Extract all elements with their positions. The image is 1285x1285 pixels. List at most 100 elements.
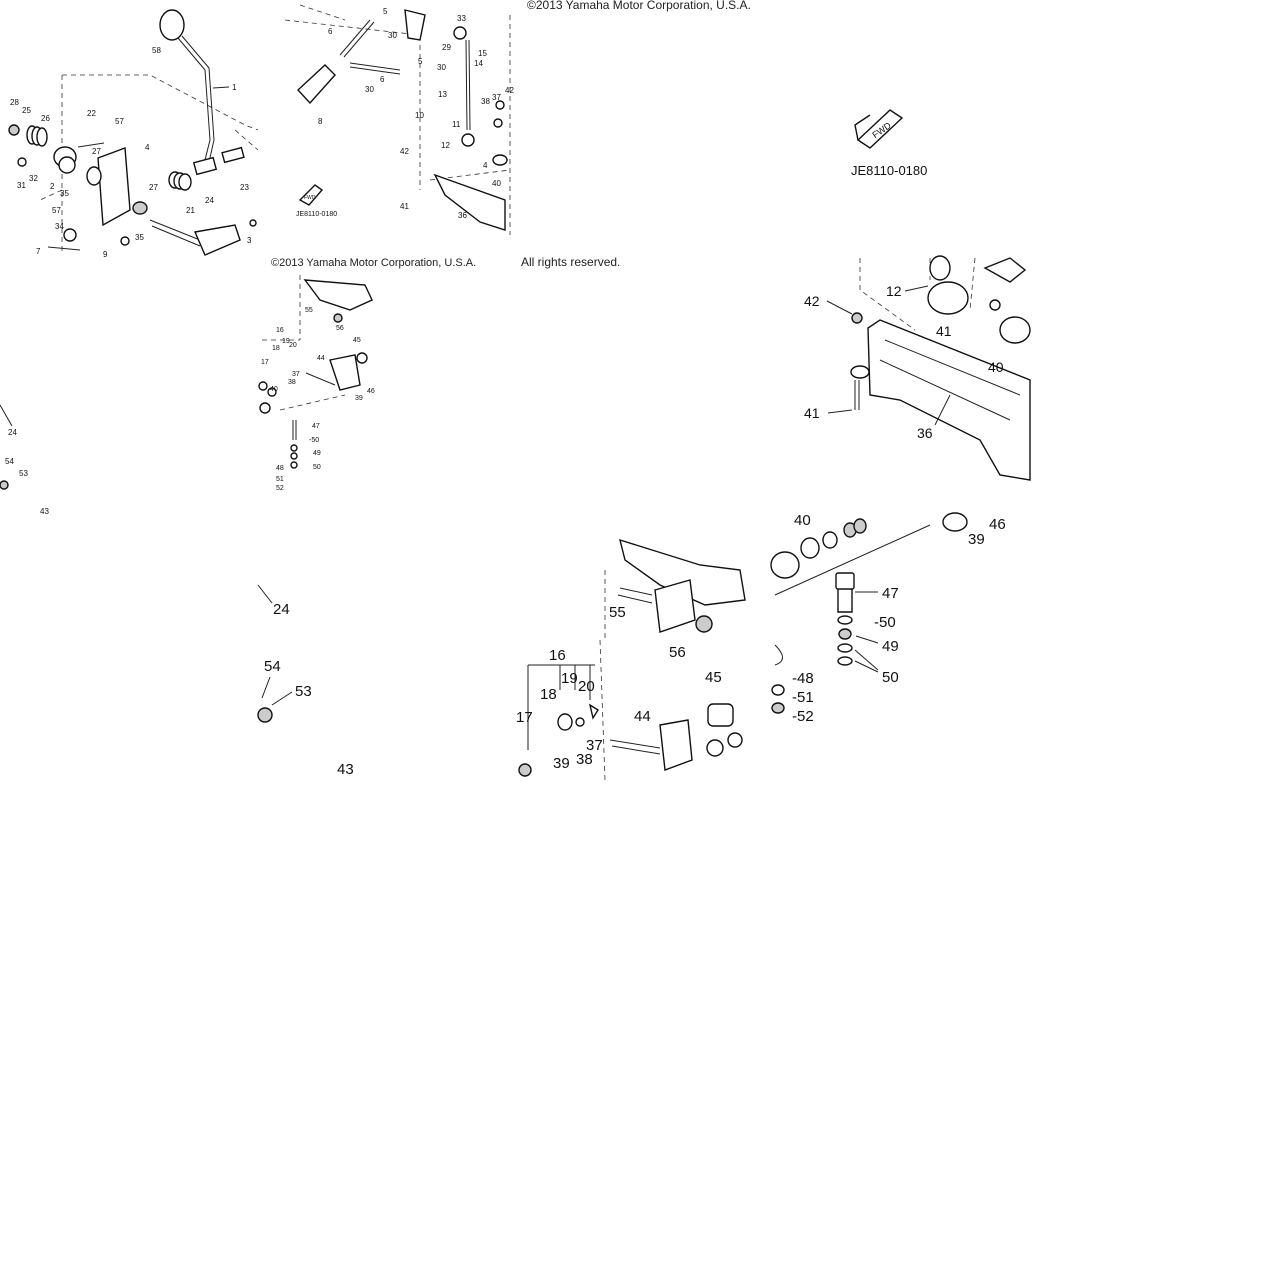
label-37: 37 bbox=[292, 371, 300, 378]
label-6a: 6 bbox=[328, 27, 333, 36]
label-24: 24 bbox=[205, 196, 214, 205]
label-27b: 27 bbox=[149, 183, 158, 192]
label-50b: 50 bbox=[313, 464, 321, 471]
label-41a: 41 bbox=[936, 323, 952, 339]
label-16: 16 bbox=[549, 647, 566, 664]
label-10: 10 bbox=[415, 111, 424, 120]
label-39: 39 bbox=[968, 531, 985, 548]
label-24: 24 bbox=[273, 601, 290, 618]
label-53: 53 bbox=[19, 469, 28, 478]
copyright-partial: ©2013 Yamaha Motor Corporation, U.S.A. bbox=[271, 257, 476, 269]
label-43: 43 bbox=[40, 507, 49, 516]
label-39: 39 bbox=[355, 395, 363, 402]
label-38: 38 bbox=[288, 379, 296, 386]
nut-56 bbox=[695, 615, 713, 633]
label-45: 45 bbox=[353, 337, 361, 344]
bushing-zoom bbox=[770, 551, 800, 579]
label-37: 37 bbox=[586, 737, 603, 754]
label-50a: -50 bbox=[874, 614, 896, 631]
label-47: 47 bbox=[312, 423, 320, 430]
spring bbox=[26, 125, 48, 147]
label-20: 20 bbox=[578, 678, 595, 695]
label-42b: 42 bbox=[400, 147, 409, 156]
diagram-code-small: JE8110-0180 bbox=[296, 211, 337, 218]
label-30b: 30 bbox=[437, 63, 446, 72]
svg-text:FWD: FWD bbox=[304, 195, 316, 201]
label-40: 40 bbox=[492, 179, 501, 188]
label-41b: 41 bbox=[804, 405, 820, 421]
label-16: 16 bbox=[276, 327, 284, 334]
label-4b: 4 bbox=[483, 161, 488, 170]
block bbox=[654, 579, 696, 633]
link-rod-upper bbox=[339, 19, 375, 58]
label-11: 11 bbox=[452, 120, 461, 129]
label-3: 3 bbox=[247, 236, 252, 245]
label-58: 58 bbox=[152, 46, 161, 55]
tile-linkage-overview: FWD JE8110-0180 6 30 5 33 29 30 15 14 5 … bbox=[284, 4, 514, 235]
tile-shift-lever-assembly: 58 1 28 25 26 22 57 4 27 31 32 2 35 21 2… bbox=[8, 9, 259, 259]
base-bracket bbox=[433, 173, 506, 231]
label-24: 24 bbox=[8, 428, 17, 437]
label-23: 23 bbox=[240, 183, 249, 192]
label-4: 4 bbox=[145, 143, 150, 152]
link-rod-lower bbox=[349, 62, 401, 75]
upper-bracket bbox=[303, 279, 373, 311]
label-1: 1 bbox=[232, 83, 237, 92]
lever-bracket bbox=[97, 147, 131, 227]
label-2: 2 bbox=[50, 182, 55, 191]
label-48: -48 bbox=[792, 670, 814, 687]
ball-joint-45 bbox=[707, 703, 734, 727]
copyright-mid: All rights reserved. bbox=[521, 255, 620, 269]
label-33: 33 bbox=[457, 14, 466, 23]
label-44: 44 bbox=[634, 708, 651, 725]
label-8: 8 bbox=[318, 117, 323, 126]
fwd-arrow-icon-small: FWD bbox=[298, 184, 324, 206]
label-29: 29 bbox=[442, 43, 451, 52]
vertical-rod bbox=[465, 39, 471, 131]
shift-knob bbox=[159, 9, 185, 41]
label-52: 52 bbox=[276, 485, 284, 492]
label-22: 22 bbox=[87, 109, 96, 118]
ball-joint bbox=[929, 255, 951, 281]
label-46: 46 bbox=[989, 516, 1006, 533]
nut bbox=[8, 124, 20, 136]
label-12: 12 bbox=[441, 141, 450, 150]
label-50b: 50 bbox=[882, 669, 899, 686]
label-42: 42 bbox=[505, 86, 514, 95]
label-37: 37 bbox=[492, 93, 501, 102]
label-17: 17 bbox=[261, 359, 269, 366]
label-17: 17 bbox=[516, 709, 533, 726]
label-51: -51 bbox=[792, 689, 814, 706]
label-35b: 35 bbox=[135, 233, 144, 242]
shift-lever-rod bbox=[177, 37, 211, 161]
label-13: 13 bbox=[438, 90, 447, 99]
nut bbox=[257, 707, 273, 723]
label-12: 12 bbox=[886, 283, 902, 299]
label-57a: 57 bbox=[115, 117, 124, 126]
tile-lower-linkage-overview: 55 56 16 19 20 18 17 44 45 37 38 39 40 4… bbox=[258, 275, 375, 492]
label-53: 53 bbox=[295, 683, 312, 700]
main-bracket-arm bbox=[867, 319, 1031, 481]
upper-bracket-zoom bbox=[619, 538, 746, 606]
label-45: 45 bbox=[705, 669, 722, 686]
label-40: 40 bbox=[794, 512, 811, 529]
label-31: 31 bbox=[17, 181, 26, 190]
label-7: 7 bbox=[36, 247, 41, 256]
label-48: 48 bbox=[276, 465, 284, 472]
label-15: 15 bbox=[478, 49, 487, 58]
label-35a: 35 bbox=[60, 189, 69, 198]
label-39: 39 bbox=[553, 755, 570, 772]
label-32: 32 bbox=[29, 174, 38, 183]
label-34: 34 bbox=[55, 222, 64, 231]
label-30c: 30 bbox=[365, 85, 374, 94]
label-38: 38 bbox=[481, 97, 490, 106]
shift-pedal bbox=[297, 64, 336, 105]
label-19: 19 bbox=[561, 670, 578, 687]
label-9: 9 bbox=[103, 250, 108, 259]
label-26: 26 bbox=[41, 114, 50, 123]
label-25: 25 bbox=[22, 106, 31, 115]
label-27a: 27 bbox=[92, 147, 101, 156]
tile-zoom-right: 40 46 39 47 -50 49 50 -48 -51 -52 bbox=[770, 512, 1006, 725]
label-43: 43 bbox=[337, 761, 354, 778]
label-54: 54 bbox=[5, 457, 14, 466]
